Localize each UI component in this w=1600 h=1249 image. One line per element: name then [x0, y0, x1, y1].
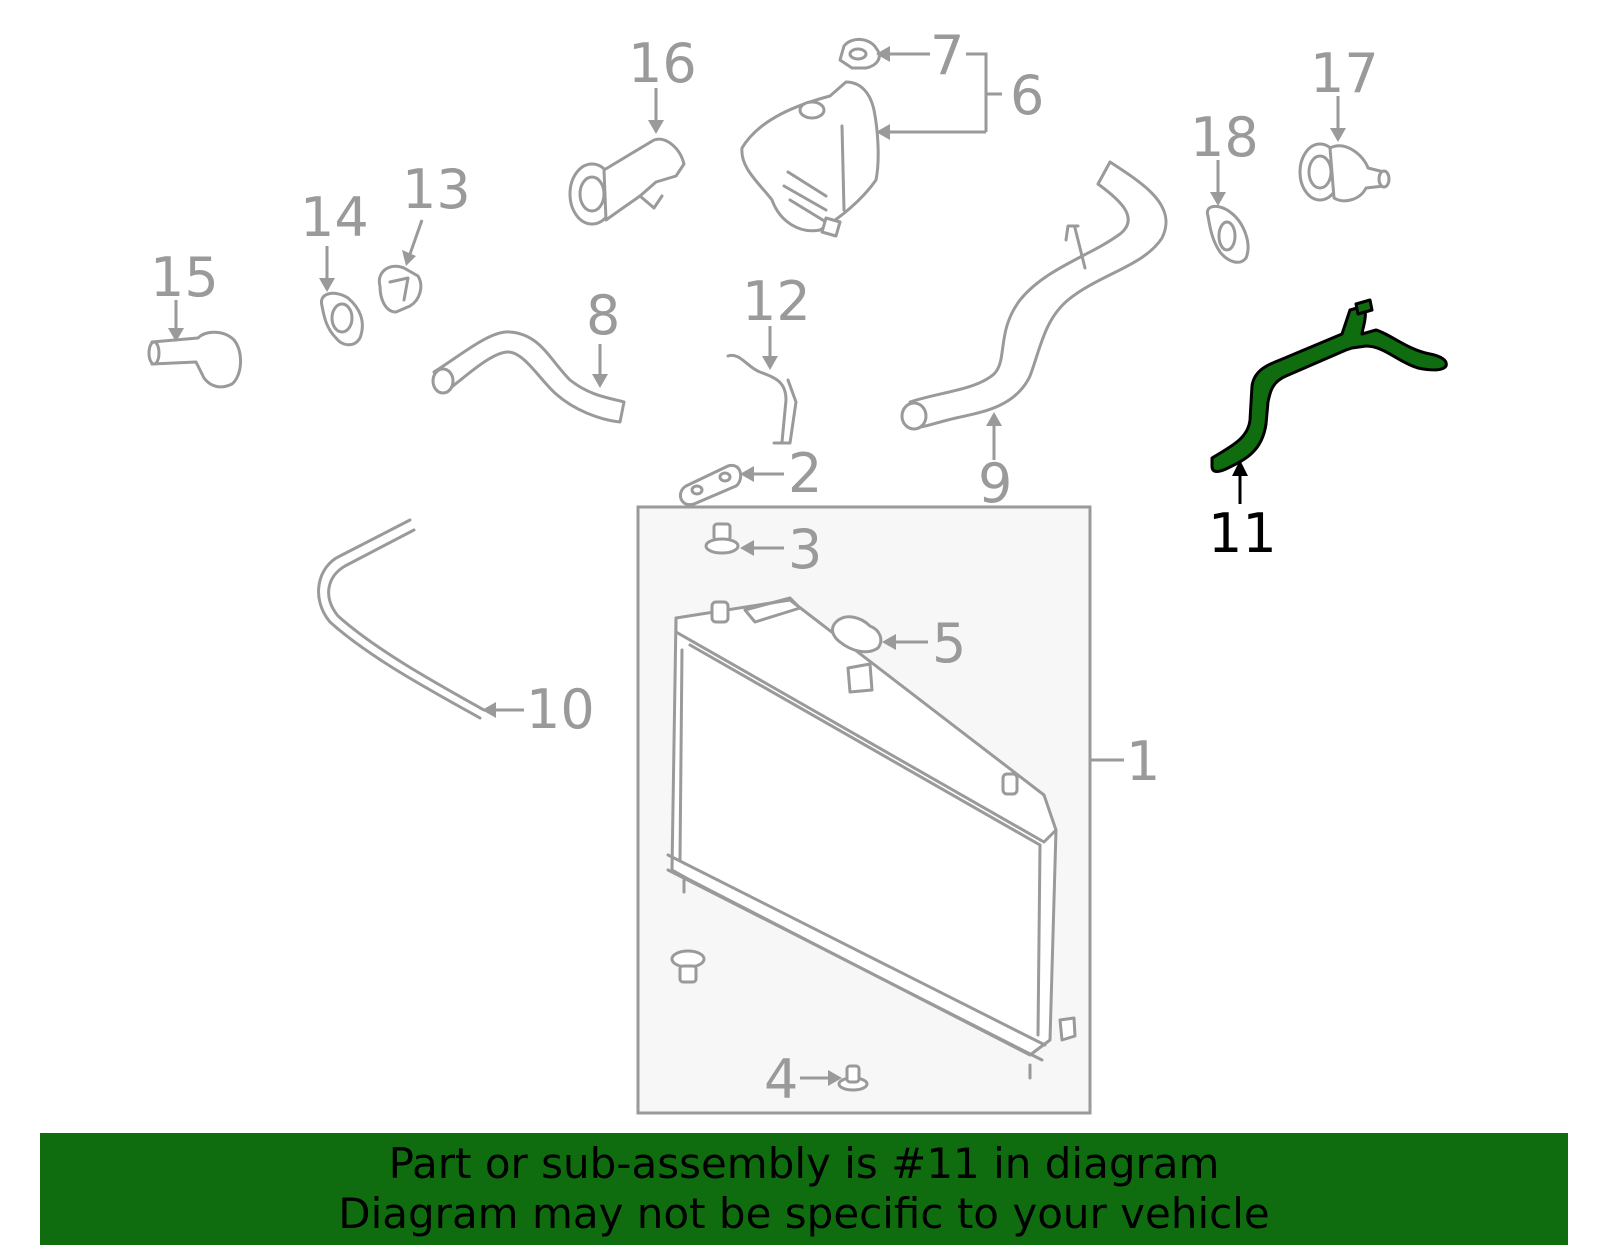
overflow-hose-part: [317, 518, 486, 720]
callout-2: 2: [788, 442, 822, 505]
part-info-banner: Part or sub-assembly is #11 in diagram D…: [40, 1133, 1568, 1245]
bolt-part: [837, 1064, 869, 1092]
callout-1: 1: [1126, 730, 1160, 793]
lower-hose-part: [900, 160, 1168, 431]
reservoir-tank-part: [740, 38, 881, 238]
callout-14: 14: [300, 186, 369, 249]
radiator-cap-part: [831, 615, 883, 654]
drain-plug-part: [704, 522, 740, 555]
callout-3: 3: [788, 518, 822, 581]
banner-line-part-number: Part or sub-assembly is #11 in diagram: [388, 1139, 1220, 1188]
callout-5: 5: [932, 612, 966, 675]
water-inlet-part: [147, 330, 242, 389]
callout-10: 10: [526, 678, 595, 741]
callout-17: 17: [1310, 42, 1379, 105]
thermostat-gasket-part: [319, 291, 364, 347]
plug-part: [670, 949, 706, 984]
highlighted-hose-part-11: [1210, 298, 1448, 473]
callout-7: 7: [930, 24, 964, 87]
thermostat-part: [377, 264, 423, 314]
callout-15: 15: [150, 246, 219, 309]
callout-16: 16: [628, 32, 697, 95]
leader-lines: [168, 46, 1346, 1086]
callout-6: 6: [1010, 64, 1044, 127]
gasket-part: [678, 463, 743, 507]
callout-11-highlighted: 11: [1208, 502, 1277, 565]
outlet-gasket-part: [1205, 205, 1250, 264]
callout-8: 8: [586, 284, 620, 347]
banner-line-disclaimer: Diagram may not be specific to your vehi…: [338, 1189, 1270, 1238]
callout-13: 13: [402, 158, 471, 221]
upper-hose-part: [431, 330, 626, 424]
callout-9: 9: [978, 452, 1012, 515]
small-hose-part: [726, 353, 798, 445]
callout-18: 18: [1190, 106, 1259, 169]
parts-diagram: 16 7 6 17 18 13 14 15 8 12 9 2 3 5 10 1 …: [147, 24, 1448, 1115]
radiator-part: [666, 596, 1077, 1080]
callout-4: 4: [764, 1048, 798, 1111]
callout-12: 12: [742, 270, 811, 333]
water-outlet-housing-part: [1298, 142, 1391, 203]
water-outlet-part: [568, 137, 686, 226]
